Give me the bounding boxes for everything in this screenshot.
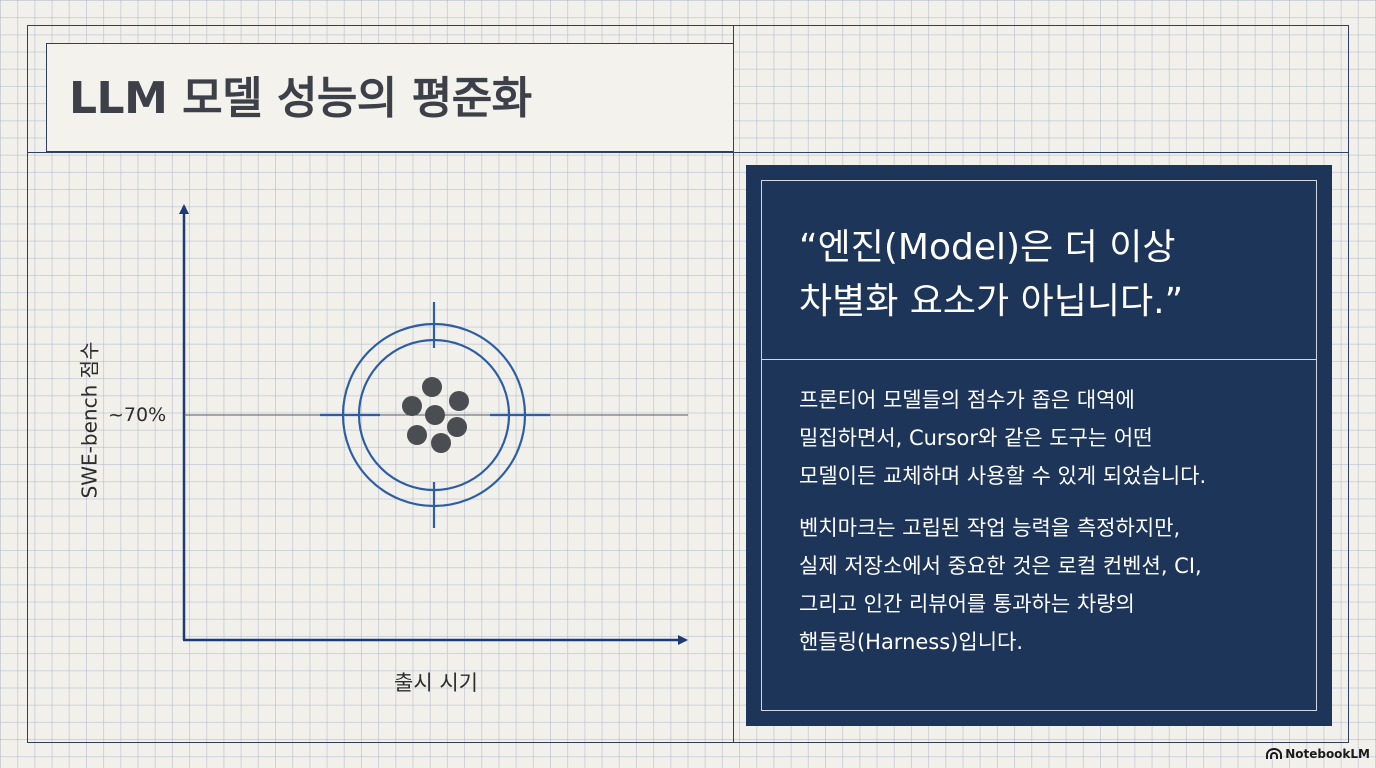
cluster-point (449, 391, 469, 411)
cluster-point (431, 433, 451, 453)
score-cluster (402, 377, 469, 453)
quote-text: “엔진(Model)은 더 이상 차별화 요소가 아닙니다.” (799, 227, 1184, 322)
brand-name: NotebookLM (1285, 747, 1370, 761)
quote-panel-inner-frame: “엔진(Model)은 더 이상 차별화 요소가 아닙니다.” 프론티어 모델들… (761, 180, 1317, 711)
level-label: ~70% (108, 404, 167, 426)
cluster-point (425, 405, 445, 425)
target-icon (320, 302, 550, 528)
body-paragraph-2: 벤치마크는 고립된 작업 능력을 측정하지만, 실제 저장소에서 중요한 것은 … (799, 516, 1202, 654)
frame-horizontal-divider (27, 152, 1349, 153)
notebooklm-logo-icon (1266, 748, 1283, 759)
quote-panel: “엔진(Model)은 더 이상 차별화 요소가 아닙니다.” 프론티어 모델들… (746, 165, 1332, 726)
quote-divider (762, 359, 1316, 360)
cluster-point (402, 396, 422, 416)
x-axis-label: 출시 시기 (394, 671, 478, 695)
notebooklm-brand: NotebookLM (1266, 747, 1370, 761)
cluster-point (407, 425, 427, 445)
cluster-point (422, 377, 442, 397)
page-frame (27, 25, 1349, 743)
title-box: LLM 모델 성능의 평준화 (46, 43, 734, 152)
convergence-diagram (179, 204, 688, 645)
page-title: LLM 모델 성능의 평준화 (69, 73, 532, 124)
body-paragraph-1: 프론티어 모델들의 점수가 좁은 대역에 밀집하면서, Cursor와 같은 도… (799, 388, 1207, 488)
frame-vertical-divider (733, 25, 734, 743)
y-axis-label: SWE-bench 점수 (77, 341, 102, 499)
cluster-point (447, 417, 467, 437)
